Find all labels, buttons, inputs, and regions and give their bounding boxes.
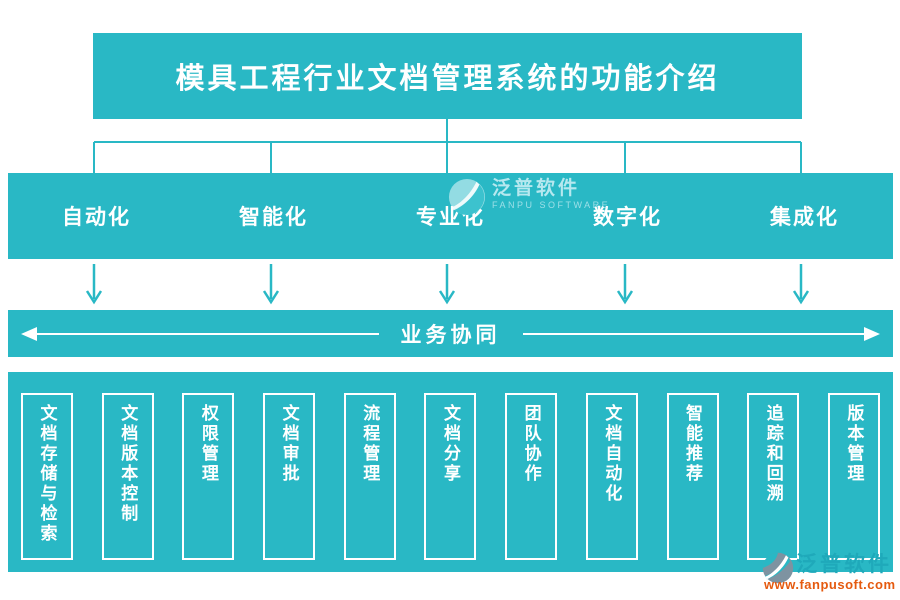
feature-label: 权限管理 [198, 404, 218, 484]
feature-box-doc-automation: 文档自动化 [585, 393, 638, 560]
down-arrow [616, 264, 634, 305]
branch-item-integration: 集成化 [770, 205, 839, 229]
feature-label: 文档自动化 [602, 404, 622, 504]
feature-label: 文档分享 [440, 404, 460, 484]
feature-label: 文档版本控制 [118, 404, 138, 524]
down-arrows [85, 264, 810, 305]
footer-brand: 泛普软件 www.fanpusoft.com [762, 551, 897, 596]
feature-box-doc-approval: 文档审批 [263, 393, 316, 560]
right-arrowhead-icon [864, 326, 880, 341]
features-panel: 文档存储与检索 文档版本控制 权限管理 文档审批 流程管理 文档分享 团队协作 … [8, 372, 893, 572]
feature-box-doc-sharing: 文档分享 [424, 393, 477, 560]
left-arrowhead-icon [21, 326, 37, 341]
feature-box-storage-retrieval: 文档存储与检索 [21, 393, 73, 560]
branch-item-professional: 专业化 [416, 205, 485, 229]
feature-label: 文档审批 [279, 404, 299, 484]
collaboration-label: 业务协同 [378, 318, 523, 349]
fanpu-logo-icon [762, 552, 794, 584]
down-arrow [438, 264, 456, 305]
feature-box-permission-mgmt: 权限管理 [182, 393, 235, 560]
branch-item-digital: 数字化 [593, 205, 662, 229]
branch-item-intelligence: 智能化 [239, 205, 308, 229]
feature-box-version-mgmt: 版本管理 [827, 393, 880, 560]
feature-box-version-control: 文档版本控制 [101, 393, 154, 560]
feature-label: 团队协作 [521, 404, 541, 484]
tree-connectors [93, 119, 802, 173]
feature-label: 文档存储与检索 [37, 404, 57, 544]
branch-item-automation: 自动化 [62, 205, 131, 229]
branch-band: 自动化 智能化 专业化 数字化 集成化 [8, 173, 893, 259]
feature-box-process-mgmt: 流程管理 [343, 393, 396, 560]
feature-label: 版本管理 [844, 404, 864, 484]
footer-brand-url: www.fanpusoft.com [764, 577, 896, 592]
feature-box-team-collab: 团队协作 [505, 393, 558, 560]
feature-box-smart-recommend: 智能推荐 [666, 393, 719, 560]
feature-label: 流程管理 [360, 404, 380, 484]
feature-label: 追踪和回溯 [763, 404, 783, 504]
down-arrow [85, 264, 103, 305]
feature-box-track-trace: 追踪和回溯 [747, 393, 800, 560]
feature-label: 智能推荐 [683, 404, 702, 484]
collaboration-bar: 业务协同 [8, 310, 893, 357]
diagram-title: 模具工程行业文档管理系统的功能介绍 [93, 33, 802, 119]
down-arrow [262, 264, 280, 305]
diagram-title-text: 模具工程行业文档管理系统的功能介绍 [175, 63, 720, 95]
footer-brand-name: 泛普软件 [796, 552, 892, 576]
down-arrow [792, 264, 810, 305]
